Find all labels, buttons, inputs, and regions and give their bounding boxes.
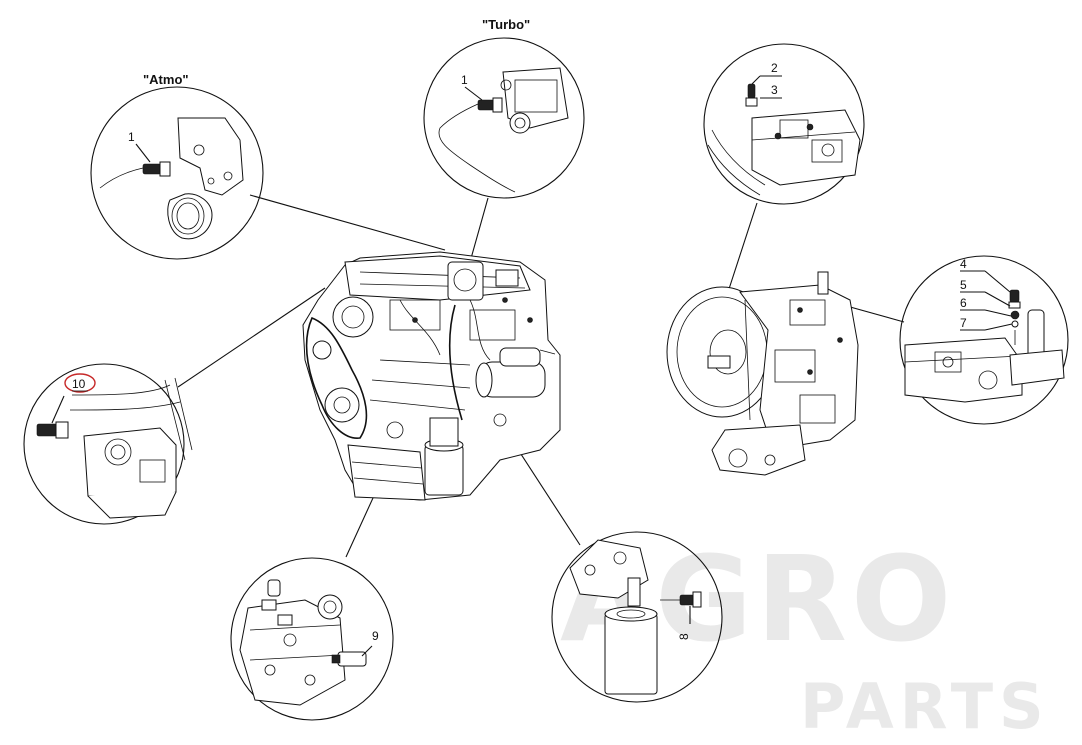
detail-gearbox-side: 4 5 6 7 — [899, 255, 1069, 425]
detail-left-highlight-ring — [64, 373, 96, 393]
detail-bottom-left: 9 — [230, 557, 394, 721]
detail-gearbox-side-label-5: 5 — [960, 278, 967, 292]
detail-gearbox-side-label-7: 7 — [960, 316, 967, 330]
detail-atmo-label-1: 1 — [128, 130, 135, 144]
detail-gearbox-top-frame — [703, 43, 865, 205]
engine-main-drawing — [302, 251, 561, 501]
detail-left: 10 — [23, 363, 193, 525]
detail-gearbox-side-label-6: 6 — [960, 296, 967, 310]
watermark-line2: PARTS — [800, 670, 1050, 743]
detail-atmo-frame — [90, 86, 264, 260]
detail-turbo-title: "Turbo" — [482, 17, 530, 32]
detail-gearbox-side-frame — [899, 255, 1069, 425]
detail-left-frame — [23, 363, 185, 525]
detail-turbo-frame — [423, 37, 585, 199]
detail-left-label-10: 10 — [72, 377, 86, 391]
detail-bottom-right: 8 — [551, 531, 723, 703]
detail-turbo: "Turbo" 1 — [423, 17, 585, 199]
detail-gearbox-side-label-4: 4 — [960, 257, 967, 271]
detail-atmo: "Atmo" 1 — [90, 72, 264, 260]
detail-bottom-left-label-9: 9 — [372, 629, 379, 643]
detail-gearbox-top: 2 3 — [703, 43, 865, 205]
detail-bottom-right-frame — [551, 531, 723, 703]
detail-gearbox-top-label-2: 2 — [771, 61, 778, 75]
detail-bottom-left-frame — [230, 557, 394, 721]
detail-bottom-right-label-8: 8 — [677, 633, 691, 640]
detail-atmo-title: "Atmo" — [143, 72, 189, 87]
detail-gearbox-top-label-3: 3 — [771, 83, 778, 97]
gearbox-main-drawing — [666, 271, 859, 476]
detail-turbo-label-1: 1 — [461, 73, 468, 87]
